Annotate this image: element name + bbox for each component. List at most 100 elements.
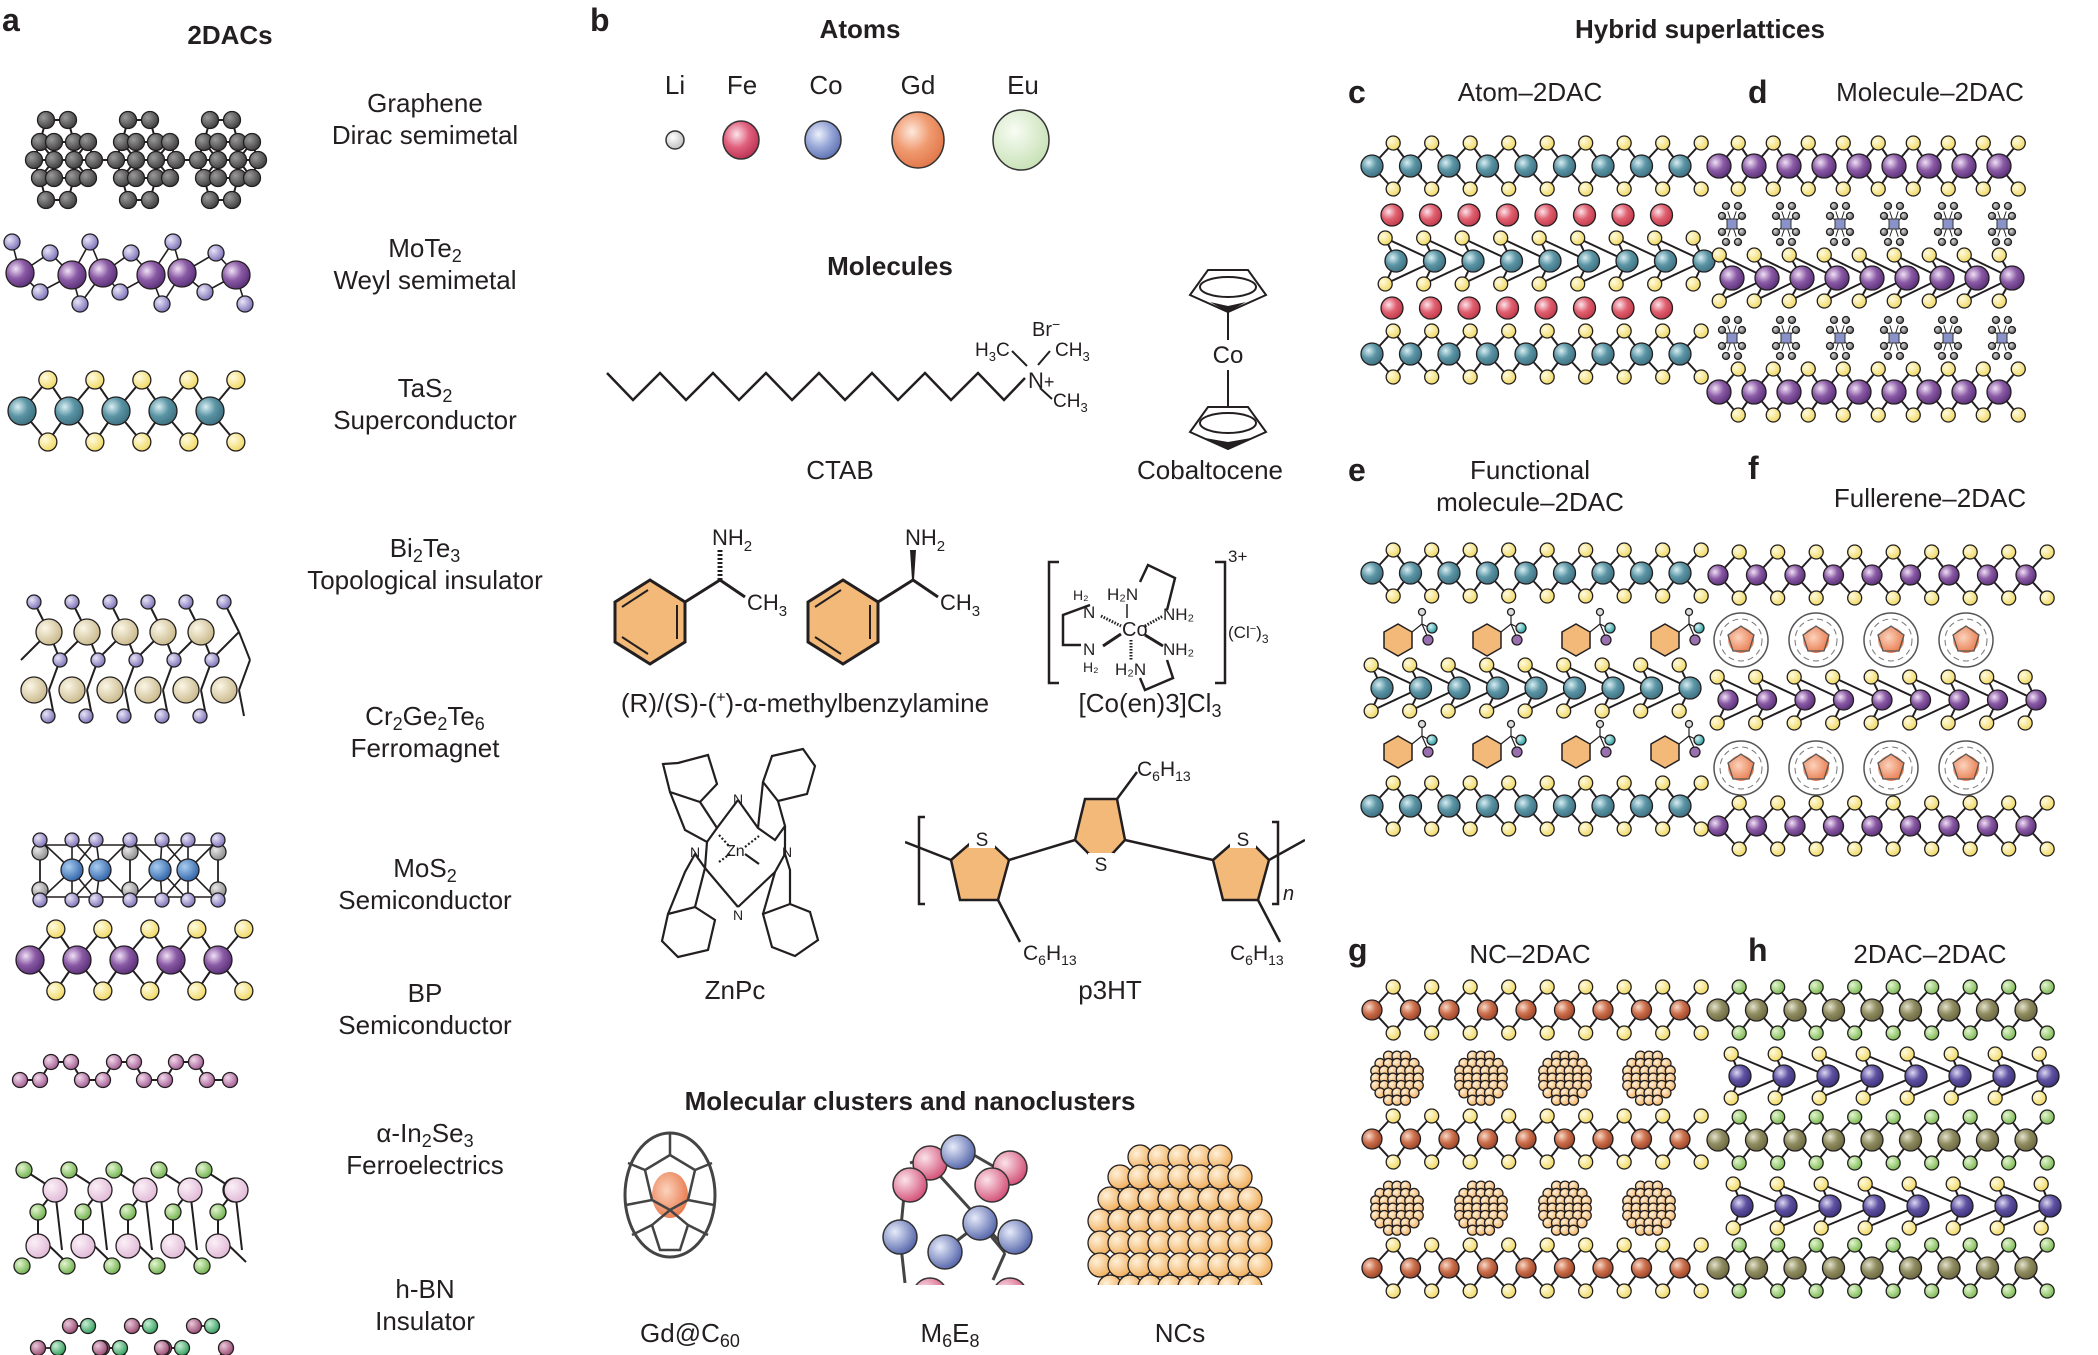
chalcogen-atom <box>1825 715 1841 731</box>
methylbenzylamine-structures: NH2 CH3 NH2 CH3 <box>613 525 980 666</box>
chalcogen-atom <box>1578 1108 1594 1124</box>
chalcogen-atom <box>1979 669 1995 685</box>
te-atom <box>192 708 208 724</box>
panel-a-title: 2DACs <box>187 20 273 50</box>
metal-atom <box>1859 265 1885 291</box>
p-atom <box>31 1071 49 1089</box>
chalcogen-atom <box>1800 135 1816 151</box>
chalcogen-atom <box>1517 657 1533 673</box>
cp-ring-bottom <box>1188 406 1268 451</box>
metal-atom <box>1398 154 1423 178</box>
material-name: Bi2Te3 <box>389 533 461 566</box>
2dac-layer <box>1360 135 1709 197</box>
chalcogen-atom <box>1847 1283 1863 1299</box>
chalcogen-atom <box>1962 979 1978 995</box>
metal-atom <box>1937 1128 1961 1152</box>
te-atom <box>88 892 104 908</box>
chalcogen-atom <box>1855 1046 1871 1062</box>
carbon-atom <box>1987 325 1997 335</box>
carbon-atom <box>1825 227 1835 237</box>
2dac-layer <box>1707 795 2055 857</box>
h-atom <box>1595 607 1605 617</box>
chalcogen-atom <box>1924 1025 1940 1041</box>
chalcogen-atom <box>1424 1237 1440 1253</box>
chalcogen-atom <box>1945 1176 1961 1192</box>
metal-atom <box>1881 153 1907 179</box>
metal-atom <box>1706 153 1732 179</box>
chalcogen-atom <box>1424 542 1440 558</box>
metal-atom <box>1552 342 1577 366</box>
chalcogen-atom <box>1462 588 1478 604</box>
metal-atom <box>1447 676 1471 700</box>
se-atom <box>193 1257 211 1275</box>
chalcogen-atom <box>1616 775 1632 791</box>
chalcogen-atom <box>1608 230 1624 246</box>
carbon-atom <box>106 150 126 170</box>
znpc-label: ZnPc <box>704 975 766 1005</box>
chalcogen-atom <box>1711 293 1727 309</box>
chalcogen-atom <box>1539 821 1555 837</box>
carbon-atom <box>1895 351 1905 361</box>
material-name: MoS2 <box>393 853 457 886</box>
p3ht-structure: n S S S C6H13 C6H13 C6H13 <box>905 758 1305 967</box>
metal-atom <box>1629 561 1654 585</box>
metal-atom <box>1744 1128 1769 1152</box>
chalcogen-atom <box>1855 1090 1871 1106</box>
chalcogen-atom <box>2010 135 2026 151</box>
chalcogen-atom <box>1616 1154 1632 1170</box>
metal-atom <box>1592 1128 1614 1150</box>
chalcogen-atom <box>1493 276 1509 292</box>
chalcogen-atom <box>1594 657 1610 673</box>
material-property: Semiconductor <box>338 1010 512 1040</box>
metal-atom <box>1629 154 1654 178</box>
metal-atom <box>1881 379 1907 405</box>
nc-atom <box>1177 1274 1203 1285</box>
metal-atom <box>1639 676 1664 700</box>
nanocluster <box>1622 1050 1676 1106</box>
carbon-atom <box>1721 237 1731 247</box>
chalcogen-atom <box>1835 361 1851 377</box>
chalcogen-atom <box>1501 135 1517 151</box>
metal-atom <box>1909 689 1932 711</box>
metal-atom <box>1772 1064 1796 1088</box>
chalcogen-atom <box>1748 669 1764 685</box>
chalcogen-atom <box>1730 181 1746 197</box>
nc-atom <box>1227 1164 1253 1190</box>
chalcogen-atom <box>1402 703 1418 719</box>
metal-atom <box>1552 794 1577 818</box>
metal-atom <box>1476 1257 1499 1279</box>
metal-atom <box>1361 1128 1383 1150</box>
chalcogen-atom <box>1424 775 1440 791</box>
2dac-layer <box>1360 323 1709 385</box>
chalcogen-atom <box>1835 181 1851 197</box>
metal-atom <box>1730 1194 1754 1218</box>
chalcogen-atom <box>1769 1176 1785 1192</box>
panel-d-diagram <box>1706 135 2026 423</box>
metal-atom <box>1994 1194 2018 1218</box>
svg-text:NH2: NH2 <box>712 525 752 555</box>
chalcogen-atom <box>2039 1283 2055 1299</box>
metal-atom <box>1601 676 1625 700</box>
m6e8-label: M6E8 <box>920 1318 980 1351</box>
chalcogen-atom <box>1731 841 1747 857</box>
n-atom <box>1515 622 1527 634</box>
chalcogen-atom <box>1731 979 1747 995</box>
chalcogen-atom <box>1808 841 1824 857</box>
te-atom <box>26 594 42 610</box>
n-atom <box>141 1317 159 1335</box>
atom-label-li: Li <box>664 70 686 100</box>
metal-atom <box>1899 564 1922 586</box>
chalcogen-atom <box>187 919 207 939</box>
carbon-atom <box>126 132 146 152</box>
n-atom <box>49 1339 67 1355</box>
intercalated-atom <box>1380 203 1404 227</box>
metal-atom <box>1629 794 1654 818</box>
chalcogen-atom <box>1709 715 1725 731</box>
chalcogen-atom <box>1462 135 1478 151</box>
b-atom <box>29 1339 47 1355</box>
chalcogen-atom <box>1578 369 1594 385</box>
chalcogen-atom <box>1385 775 1401 791</box>
metal-atom <box>1515 999 1537 1021</box>
chalcogen-atom <box>1770 1237 1786 1253</box>
intercalated-atom <box>1495 203 1520 227</box>
